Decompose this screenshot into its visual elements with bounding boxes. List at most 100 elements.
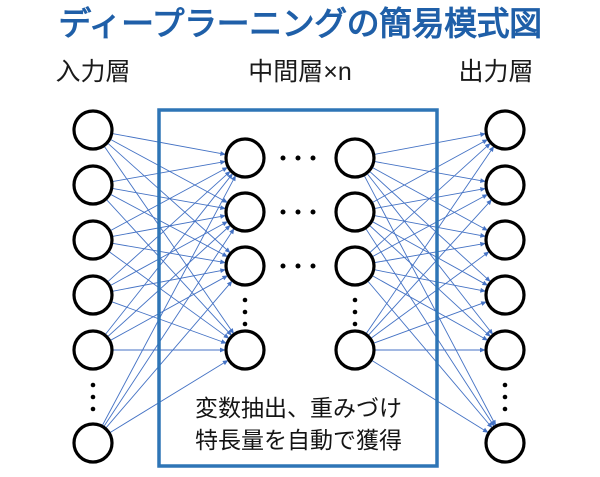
connection-arrowhead — [229, 228, 235, 235]
neuron-node — [224, 329, 266, 371]
page-title: ディープラーニングの簡易模式図 — [58, 5, 542, 42]
connection-arrowhead — [481, 225, 488, 231]
neuron-node — [224, 245, 266, 287]
connection-arrowhead — [221, 198, 228, 203]
neuron-node — [484, 164, 526, 206]
connection-arrowhead — [226, 329, 232, 336]
connection-arrowhead — [480, 347, 486, 353]
vertical-ellipsis-dot — [352, 309, 358, 315]
connection-edge — [106, 170, 231, 283]
connection-arrowhead — [482, 427, 489, 433]
connection-arrowhead — [220, 339, 227, 344]
neuron-node — [484, 109, 526, 151]
connection-arrowhead — [226, 280, 233, 287]
horizontal-ellipsis-dot — [280, 209, 286, 215]
connection-edge — [106, 224, 231, 338]
connection-arrowhead — [219, 259, 226, 265]
connection-edge — [109, 275, 229, 342]
connection-edge — [108, 359, 229, 434]
neuron-node — [334, 137, 376, 179]
connection-arrowhead — [221, 167, 228, 172]
horizontal-ellipsis-dot — [280, 155, 286, 161]
horizontal-ellipsis-dot — [310, 209, 316, 215]
connection-edge — [368, 142, 491, 254]
neuron-node — [72, 274, 114, 316]
connection-edge — [104, 173, 234, 336]
connection-arrowhead — [224, 247, 231, 253]
vertical-ellipsis-dot — [502, 406, 508, 412]
connection-edge — [111, 187, 226, 210]
neuron-node — [72, 109, 114, 151]
highlight-box-rect — [157, 108, 439, 468]
edges-group — [101, 132, 497, 434]
connection-arrowhead — [221, 221, 228, 227]
vertical-ellipsis-dot — [90, 394, 96, 400]
vertical-ellipsis-dot — [242, 321, 248, 327]
connection-edge — [373, 269, 486, 292]
connection-edge — [370, 359, 489, 434]
vertical-ellipsis-dot — [242, 309, 248, 315]
vertical-ellipsis-dot — [352, 297, 358, 303]
nodes-group — [72, 109, 526, 464]
connection-edge — [367, 199, 493, 337]
connection-arrowhead — [481, 280, 488, 286]
horizontal-ellipsis-dot — [295, 209, 301, 215]
connection-arrowhead — [223, 333, 230, 339]
connection-arrowhead — [484, 331, 491, 337]
neuron-node — [224, 137, 266, 179]
connection-edge — [373, 242, 486, 264]
neuron-node — [72, 329, 114, 371]
layer-label-input: 入力層 — [55, 58, 131, 86]
vertical-ellipsis-dot — [90, 406, 96, 412]
connection-edge — [371, 274, 489, 341]
neuron-node — [334, 245, 376, 287]
highlight-box-caption: 変数抽出、重みづけ 特長量を自動で獲得 — [160, 392, 437, 456]
connection-arrowhead — [480, 301, 487, 306]
horizontal-ellipsis-dot — [280, 263, 286, 269]
vertical-ellipsis-dot — [502, 394, 508, 400]
connection-arrowhead — [219, 268, 226, 274]
connection-edge — [111, 242, 226, 264]
connection-arrowhead — [231, 175, 236, 182]
connection-arrowhead — [484, 143, 491, 149]
neuron-node — [224, 191, 266, 233]
connection-arrowhead — [483, 251, 490, 257]
horizontal-ellipsis-dot — [295, 263, 301, 269]
connection-edge — [373, 133, 486, 155]
connection-arrowhead — [222, 360, 229, 366]
caption-line-2: 特長量を自動で獲得 — [195, 427, 402, 453]
connection-arrowhead — [481, 194, 488, 199]
connection-edge — [364, 227, 495, 427]
connection-arrowhead — [479, 287, 486, 293]
connection-arrowhead — [486, 199, 492, 206]
connection-edge — [110, 301, 227, 344]
connection-edge — [109, 138, 229, 204]
connection-edge — [103, 228, 235, 428]
ellipsis-group — [90, 155, 508, 412]
connection-edge — [371, 138, 489, 204]
connection-arrowhead — [479, 241, 486, 247]
connection-edge — [111, 215, 226, 238]
connection-edge — [105, 280, 233, 429]
connection-arrowhead — [487, 328, 493, 335]
connection-edge — [366, 280, 493, 429]
neuron-node — [484, 219, 526, 261]
connection-edge — [106, 142, 231, 254]
connection-edge — [105, 198, 233, 336]
layer-label-hidden: 中間層×n — [248, 58, 352, 86]
neuron-node — [484, 422, 526, 464]
connection-arrowhead — [221, 275, 228, 281]
connection-edge — [101, 174, 237, 427]
connection-arrowhead — [479, 178, 486, 183]
neuron-node — [484, 274, 526, 316]
caption-line-1: 変数抽出、重みづけ — [195, 395, 402, 421]
vertical-ellipsis-dot — [352, 321, 358, 327]
connection-arrowhead — [224, 171, 231, 177]
connection-edge — [371, 193, 489, 258]
connection-arrowhead — [482, 335, 488, 341]
neuron-node — [334, 329, 376, 371]
neuron-node — [72, 422, 114, 464]
connection-arrowhead — [479, 233, 486, 238]
